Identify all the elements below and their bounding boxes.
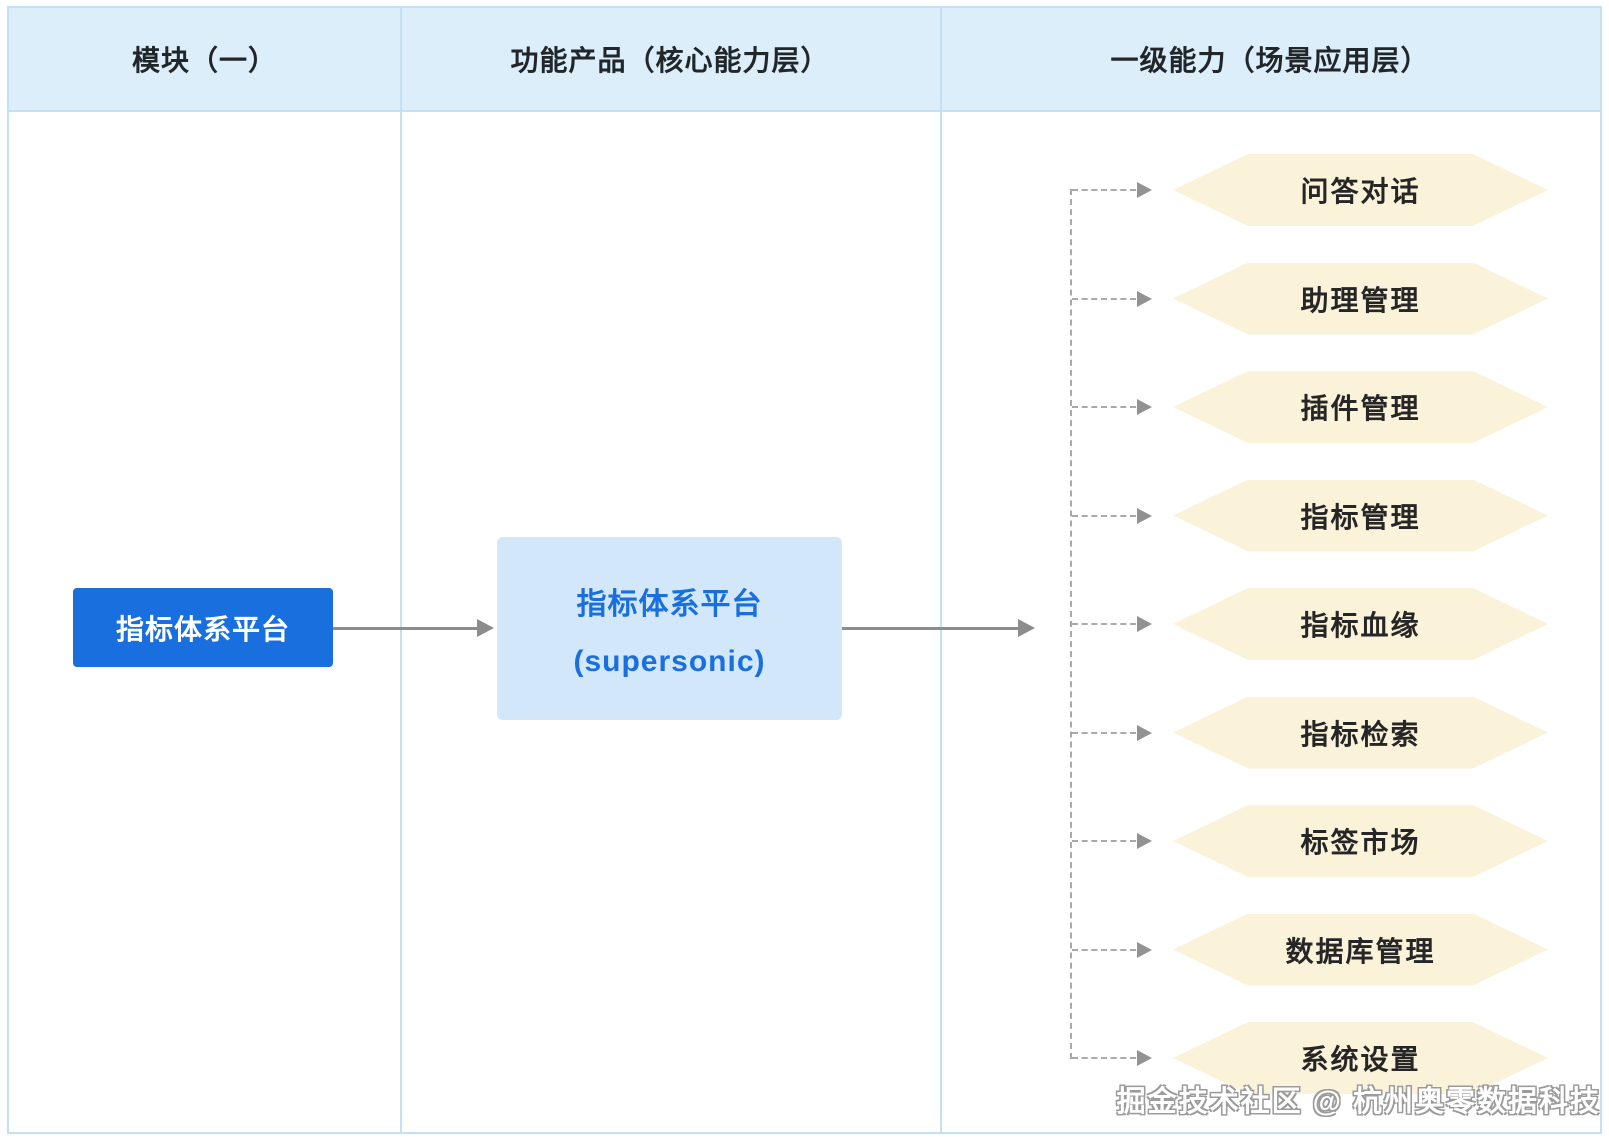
arrowhead-icon <box>477 619 494 637</box>
capability-label: 问答对话 <box>1300 176 1421 207</box>
solid-arrow-line <box>842 627 1020 630</box>
dashed-branch-line <box>1072 948 1136 951</box>
arrowhead-icon <box>1137 507 1152 524</box>
dashed-branch-line <box>1072 297 1136 300</box>
capability-hexagon: 标签市场 <box>1173 805 1548 877</box>
capability-label: 数据库管理 <box>1285 935 1436 967</box>
arrowhead-icon <box>1137 182 1152 198</box>
capability-hexagon: 问答对话 <box>1173 154 1548 226</box>
module-box-label: 指标体系平台 <box>115 613 290 645</box>
column-header-product: 功能产品（核心能力层） <box>510 45 830 76</box>
dashed-branch-line <box>1072 189 1136 191</box>
arrowhead-icon <box>1137 1050 1152 1066</box>
column-header-module: 模块（一） <box>131 45 277 76</box>
product-box: 指标体系平台 (supersonic) <box>497 537 842 720</box>
column-divider <box>400 8 402 1132</box>
dashed-branch-line <box>1072 1057 1136 1059</box>
capability-hexagon: 助理管理 <box>1173 262 1548 335</box>
dashed-branch-line <box>1072 840 1136 842</box>
dashed-branch-line <box>1072 514 1136 517</box>
dashed-trunk-line <box>1070 189 1072 1059</box>
arrowhead-icon <box>1137 616 1152 632</box>
arrowhead-icon <box>1137 290 1152 307</box>
capability-hexagon: 指标检索 <box>1173 696 1548 769</box>
capability-hexagon: 指标血缘 <box>1173 588 1548 660</box>
table-header-row: 模块（一） 功能产品（核心能力层） 一级能力（场景应用层） <box>9 8 1600 112</box>
capability-hexagon: 系统设置 <box>1173 1022 1548 1094</box>
arrowhead-icon <box>1137 724 1152 741</box>
product-box-title: 指标体系平台 <box>576 587 763 621</box>
capability-hexagon: 数据库管理 <box>1173 913 1548 986</box>
capability-label: 助理管理 <box>1300 284 1421 316</box>
capability-label: 系统设置 <box>1300 1044 1421 1075</box>
capability-hexagon: 指标管理 <box>1173 479 1548 552</box>
dashed-branch-line <box>1072 623 1136 625</box>
arrowhead-icon <box>1137 833 1152 849</box>
module-box: 指标体系平台 <box>73 588 333 667</box>
arrowhead-icon <box>1137 941 1152 958</box>
capability-label: 指标检索 <box>1300 718 1421 750</box>
capability-hexagon: 插件管理 <box>1173 371 1548 443</box>
solid-arrow-line <box>333 627 479 630</box>
watermark: 掘金技术社区 @ 杭州奥零数据科技 <box>1116 1086 1601 1118</box>
dashed-branch-line <box>1072 731 1136 734</box>
capability-label: 插件管理 <box>1300 393 1421 424</box>
arrowhead-icon <box>1137 399 1152 415</box>
capability-label: 指标血缘 <box>1300 610 1421 641</box>
capability-label: 标签市场 <box>1300 827 1421 858</box>
column-header-capability: 一级能力（场景应用层） <box>1110 45 1430 76</box>
dashed-branch-line <box>1072 406 1136 408</box>
capability-label: 指标管理 <box>1300 501 1421 533</box>
arrowhead-icon <box>1018 619 1035 637</box>
column-divider <box>940 8 942 1132</box>
product-box-subtitle: (supersonic) <box>573 644 766 678</box>
